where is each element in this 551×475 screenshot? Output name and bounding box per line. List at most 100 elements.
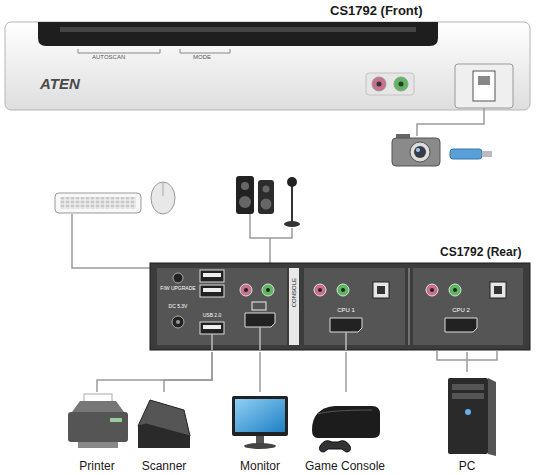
jack-hole (266, 288, 270, 292)
dc-pin (176, 320, 180, 324)
usb-drive-body (450, 149, 482, 159)
usb-drive (450, 149, 492, 159)
monitor-bezel (232, 396, 288, 436)
cable-connector (164, 352, 212, 392)
pc-power (465, 409, 471, 415)
pc-art (448, 378, 496, 456)
mic-stand (291, 186, 293, 223)
usb-port (473, 71, 495, 101)
jack-hole (430, 288, 434, 292)
speaker-right (258, 180, 274, 214)
cpu-section (304, 268, 405, 345)
front-panel-body (5, 22, 530, 110)
game-console-art (312, 406, 380, 452)
cable-connector (259, 352, 261, 392)
mic-jack (372, 77, 386, 91)
usb-a-tongue (203, 273, 221, 277)
device-label: Printer (60, 459, 134, 473)
port-label: F/W UPGRADE (158, 286, 198, 292)
monitor-art (232, 396, 288, 449)
dc-jack (172, 316, 184, 328)
fw-jack (173, 273, 183, 283)
mic-base (284, 221, 300, 227)
rear-panel-art (150, 263, 530, 350)
usb-a-port (200, 322, 224, 334)
jack-hole (244, 288, 248, 292)
mic-jack-hole (377, 82, 382, 87)
monitor-screen (235, 399, 285, 432)
printer: Printer (60, 392, 134, 474)
mic-jack (426, 284, 438, 296)
front-panel-art (5, 22, 530, 110)
printer-body (68, 412, 128, 442)
game-console: Game Console (300, 392, 390, 474)
section-divider (409, 268, 410, 345)
jack-hole (341, 288, 345, 292)
front-slot-inner (60, 27, 416, 32)
keyboard (55, 193, 141, 213)
device-label: PC (430, 459, 504, 473)
port-label: DC 5.3V (158, 304, 198, 310)
cable-connector (345, 352, 347, 392)
scanner-art (138, 400, 190, 448)
console-body (312, 406, 380, 438)
usb-drive-plug (482, 151, 492, 157)
console-highlight (318, 410, 372, 414)
mic-head (287, 177, 297, 187)
speaker-tweeter (241, 182, 249, 190)
mouse (151, 182, 175, 214)
pc-tower (448, 378, 488, 454)
keyboard-wire (72, 214, 200, 268)
port-leads (212, 327, 346, 350)
speaker-jack (394, 77, 408, 91)
printer-tray (78, 442, 118, 448)
button-label: MODE (193, 54, 211, 61)
speaker-jack (337, 284, 349, 296)
usb-b-port (373, 282, 389, 298)
usb-plate (455, 64, 513, 108)
audio-plate (366, 73, 414, 95)
usb-a-tongue (203, 288, 221, 292)
scanner: Scanner (134, 392, 194, 474)
camera-lens (414, 146, 426, 158)
console-section (157, 268, 287, 345)
camera-lens-ring (410, 142, 430, 162)
section-label: CPU 2 (441, 307, 481, 314)
section-label: CONSOLE (289, 278, 299, 307)
usb-a-port (200, 270, 224, 282)
pc-bay (452, 393, 484, 399)
monitor-icon (252, 302, 266, 310)
keyboard-keys (60, 197, 136, 209)
usb-a-tongue (203, 325, 221, 329)
scanner-lid (138, 400, 190, 436)
camera-glint (416, 148, 420, 152)
speaker-jack (449, 284, 461, 296)
mouse-split (163, 183, 164, 196)
jack-hole (318, 288, 322, 292)
cable-connector (97, 352, 212, 392)
device-label: Monitor (225, 459, 295, 473)
usb-a-port (200, 285, 224, 297)
printer-panel (110, 418, 122, 422)
cpu-section (413, 268, 523, 345)
pc: PC (430, 372, 504, 474)
brand-logo: ATEN (40, 76, 80, 93)
usb-port-tongue (478, 76, 490, 85)
monitor: Monitor (225, 392, 295, 474)
usb-b-port (490, 282, 506, 298)
device-label: Scanner (134, 459, 194, 473)
jack-hole (453, 288, 457, 292)
speaker-jack-hole (399, 82, 404, 87)
displayport (445, 318, 477, 332)
speaker-tweeter (263, 186, 270, 193)
camera-body (392, 138, 440, 166)
pc-bay (452, 384, 484, 390)
panel-title: CS1792 (Front) (330, 3, 422, 18)
panel-title: CS1792 (Rear) (440, 245, 521, 259)
speaker-left (236, 176, 254, 214)
speaker-woofer (239, 196, 251, 208)
camera-wire (417, 108, 484, 136)
